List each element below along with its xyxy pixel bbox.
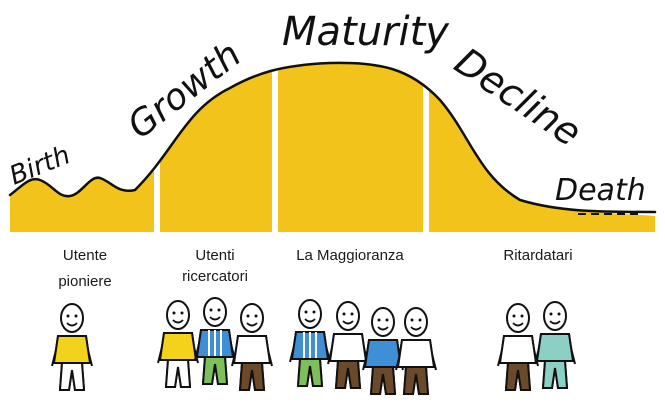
divider-1 — [154, 60, 160, 236]
majority-figure-1 — [289, 299, 331, 387]
majority-figure-3 — [362, 307, 404, 395]
stage-decline: Decline — [447, 39, 589, 155]
pioneer-figure — [51, 303, 93, 391]
caption-researchers-line2: ricercatori — [182, 268, 248, 285]
majority-figure-4 — [395, 307, 437, 395]
caption-majority: La Maggioranza — [296, 247, 404, 264]
laggard-figure-2 — [534, 301, 576, 389]
divider-2 — [272, 60, 278, 236]
divider-3 — [423, 60, 429, 236]
lifecycle-area — [10, 62, 655, 233]
researcher-figure-1 — [157, 300, 199, 388]
stage-maturity: Maturity — [282, 9, 450, 55]
caption-researchers-line1: Utenti — [195, 247, 234, 264]
lifecycle-curve — [8, 61, 657, 214]
caption-pioneers-line1: Utente — [63, 247, 107, 264]
laggard-figure-1 — [497, 303, 539, 391]
caption-pioneers-line2: pioniere — [58, 273, 111, 290]
researcher-figure-2 — [194, 297, 236, 385]
majority-figure-2 — [327, 301, 369, 389]
stage-death: Death — [555, 173, 646, 208]
researcher-figure-3 — [231, 303, 273, 391]
caption-laggards: Ritardatari — [503, 247, 572, 264]
